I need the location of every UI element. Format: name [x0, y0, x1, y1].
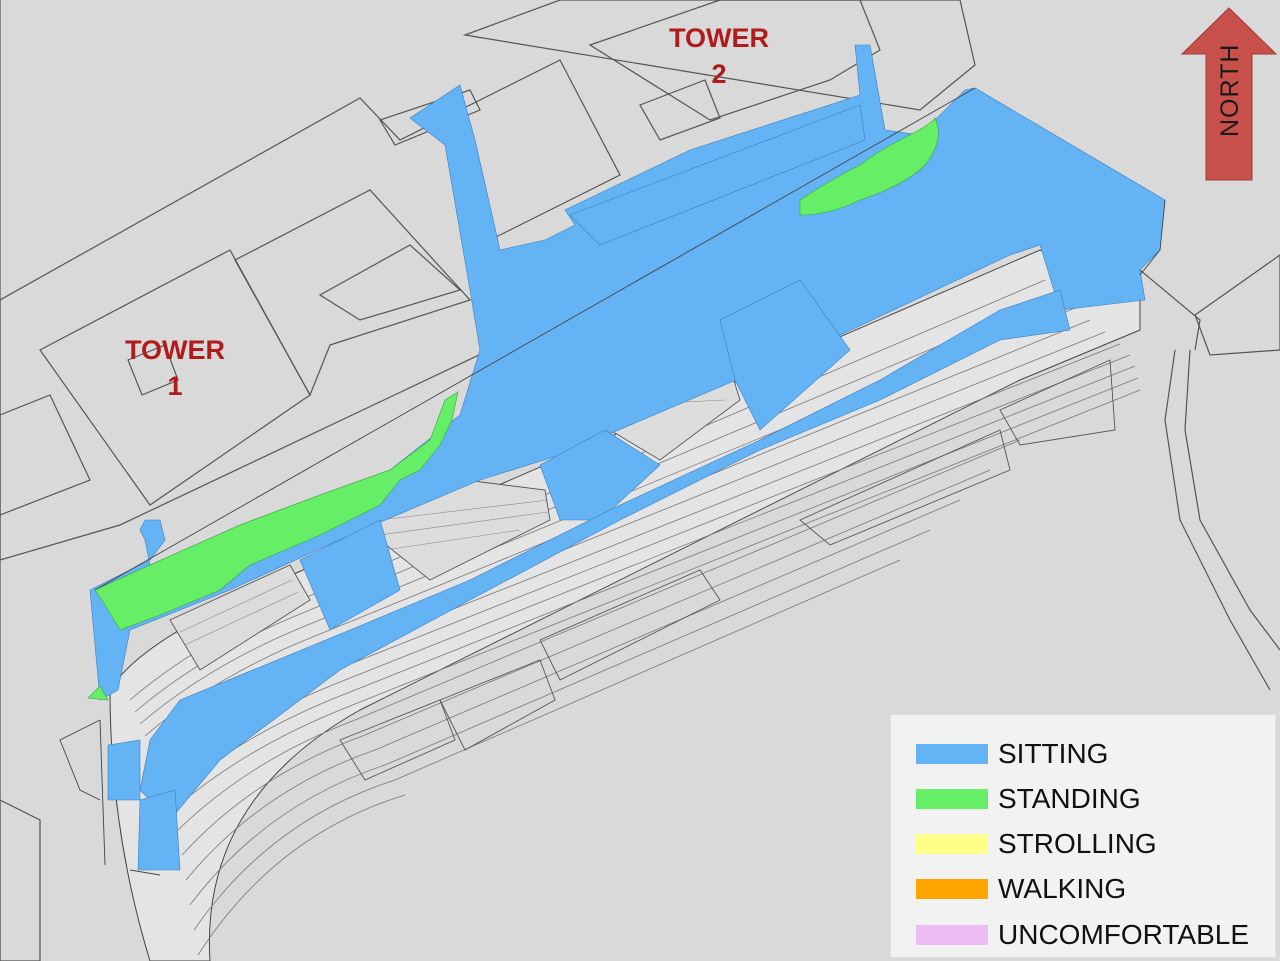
legend-item-sitting: SITTING	[916, 736, 1108, 772]
legend-swatch-strolling	[916, 834, 988, 854]
legend-item-uncomfortable: UNCOMFORTABLE	[916, 917, 1249, 953]
legend-label-walking: WALKING	[998, 873, 1127, 904]
legend-swatch-walking	[916, 879, 988, 899]
legend-item-strolling: STROLLING	[916, 826, 1157, 862]
tower-1-name: TOWER	[125, 335, 225, 365]
legend-label-sitting: SITTING	[998, 738, 1109, 769]
north-arrow-icon	[1180, 7, 1278, 181]
legend-swatch-uncomfortable	[916, 925, 988, 945]
legend-label-standing: STANDING	[998, 783, 1141, 814]
north-label: NORTH	[1216, 43, 1244, 137]
legend: SITTING STANDING STROLLING WALKING UNCOM…	[890, 714, 1276, 958]
tower-2-number: 2	[711, 59, 727, 89]
legend-item-standing: STANDING	[916, 781, 1141, 817]
legend-swatch-sitting	[916, 744, 988, 764]
tower-2-label: TOWER 2	[656, 20, 782, 92]
tower-1-label: TOWER 1	[112, 332, 238, 404]
legend-swatch-standing	[916, 789, 988, 809]
legend-label-strolling: STROLLING	[998, 828, 1157, 859]
standing-zones	[87, 117, 939, 701]
legend-label-uncomfortable: UNCOMFORTABLE	[998, 919, 1249, 950]
structural-lines	[59, 87, 1166, 876]
legend-item-walking: WALKING	[916, 871, 1126, 907]
tower-2-name: TOWER	[669, 23, 769, 53]
tower-1-number: 1	[167, 371, 183, 401]
sitting-zones	[89, 44, 1166, 871]
